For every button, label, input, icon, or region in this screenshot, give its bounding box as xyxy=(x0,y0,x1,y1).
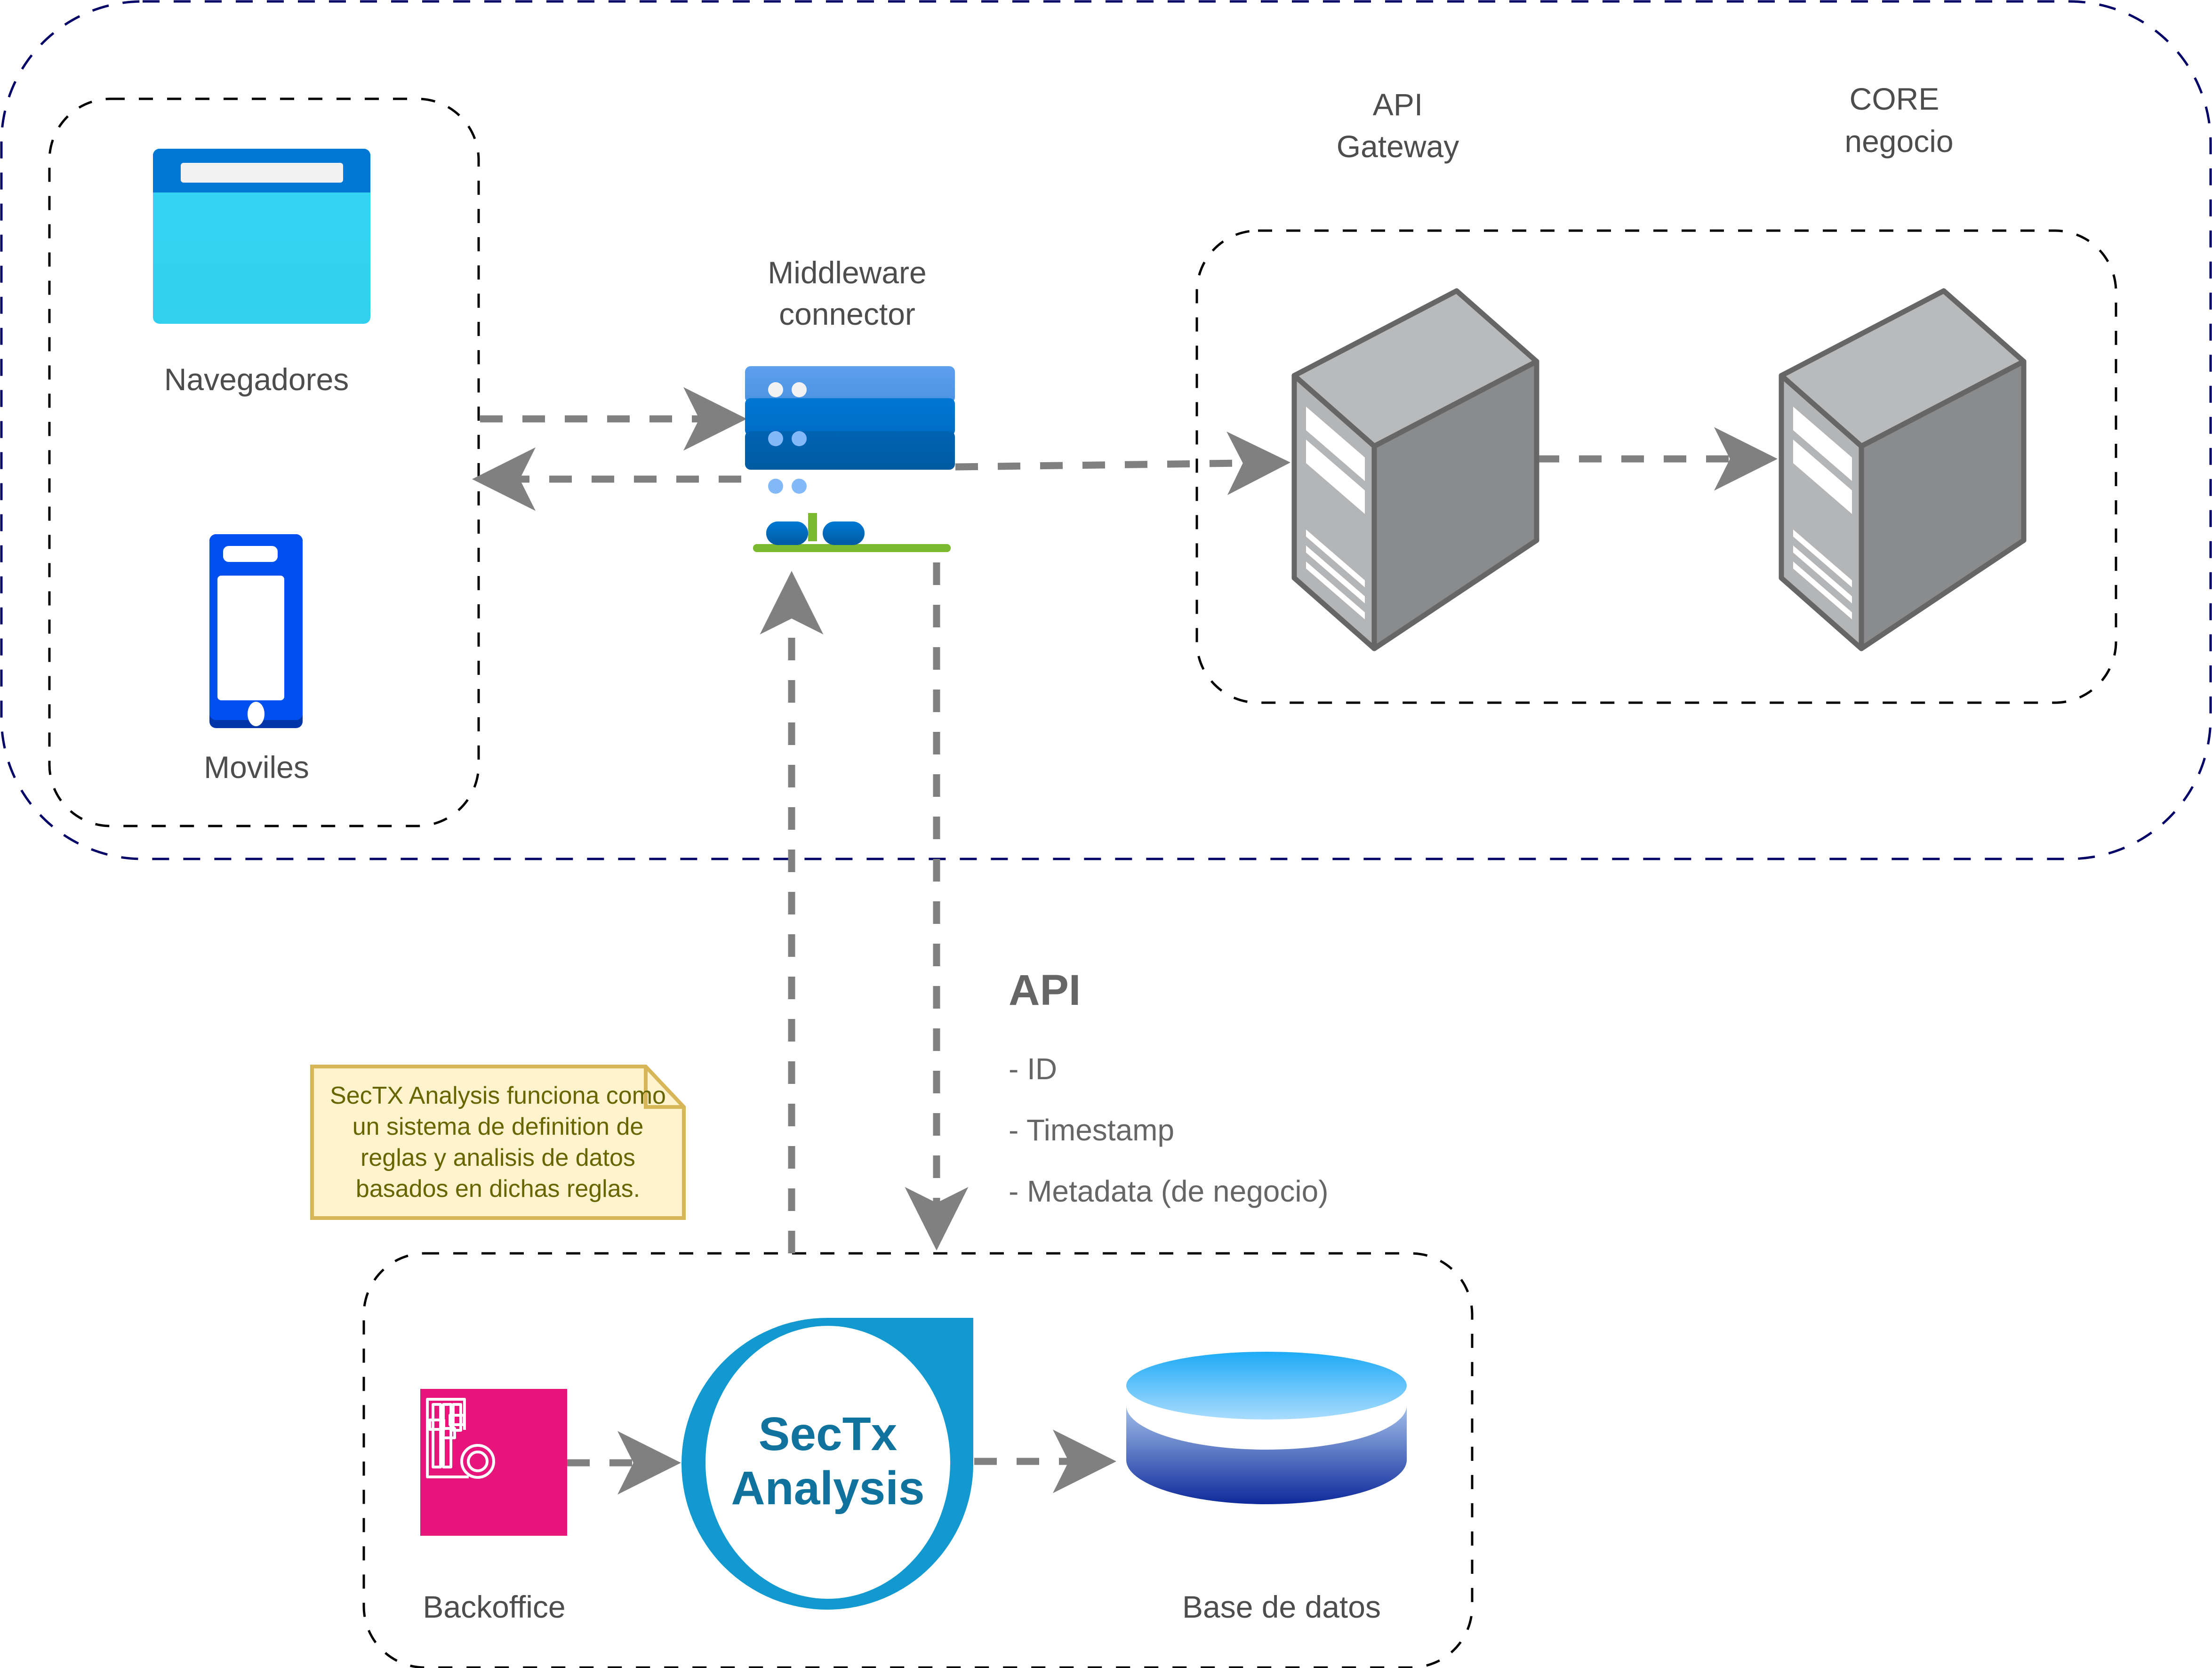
core-server-icon xyxy=(1779,288,2027,651)
sectx-group xyxy=(362,1252,1474,1668)
note-line: reglas y analisis de datos xyxy=(361,1144,635,1171)
note-line: SecTX Analysis funciona como xyxy=(330,1082,666,1109)
middleware-label-line2: connector xyxy=(779,297,915,331)
api-box-item: - ID xyxy=(1009,1052,1058,1086)
middleware-label-line1: Middleware xyxy=(768,255,927,290)
sectx-label-line1: SecTx xyxy=(758,1408,898,1460)
server-network-icon xyxy=(745,366,955,552)
database-label: Base de datos xyxy=(1182,1589,1381,1624)
core-label-line2: negocio xyxy=(1844,124,1954,159)
database-cylinder-icon xyxy=(1126,1352,1407,1504)
sectx-ring-icon xyxy=(681,1318,974,1610)
outer-system-group xyxy=(0,0,2212,860)
api-box-item: - Timestamp xyxy=(1009,1113,1175,1147)
mobile-phone-icon xyxy=(209,534,303,728)
sliders-gear-icon xyxy=(420,1389,567,1536)
note-shape xyxy=(310,1065,686,1220)
mobiles-label: Moviles xyxy=(204,750,309,785)
note-line: basados en dichas reglas. xyxy=(355,1175,641,1203)
api-gateway-label-line2: Gateway xyxy=(1336,129,1459,164)
browsers-label: Navegadores xyxy=(164,362,349,397)
clients-group xyxy=(48,97,480,827)
api-gateway-server-icon xyxy=(1291,288,1539,651)
core-label-line1: CORE xyxy=(1849,81,1940,116)
api-box-item: - Metadata (de negocio) xyxy=(1009,1174,1329,1208)
note-line: un sistema de definition de xyxy=(352,1113,644,1140)
edge-middleware-to-api-gateway xyxy=(955,431,1290,495)
backoffice-label: Backoffice xyxy=(423,1589,566,1624)
browser-window-icon xyxy=(153,149,370,324)
backend-group xyxy=(1195,229,2117,704)
sectx-label-line2: Analysis xyxy=(731,1462,925,1515)
api-box-title: API xyxy=(1009,966,1081,1014)
api-gateway-label-line1: API xyxy=(1372,87,1423,122)
edges xyxy=(472,387,1778,1495)
